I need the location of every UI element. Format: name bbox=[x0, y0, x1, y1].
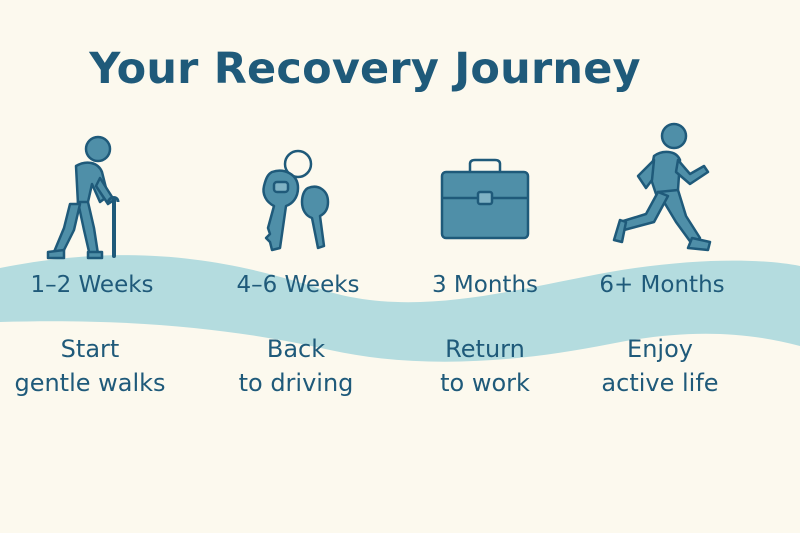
milestone-3-timeframe: 3 Months bbox=[431, 272, 538, 298]
milestone-3-caption-line2: to work bbox=[440, 369, 530, 397]
milestone-2-caption-line2: to driving bbox=[238, 369, 354, 397]
milestone-4-timeframe: 6+ Months bbox=[599, 272, 725, 298]
milestone-1-caption-line1: Start bbox=[60, 335, 120, 363]
milestone-1-timeframe: 1–2 Weeks bbox=[30, 272, 154, 298]
milestone-2-caption: Back to driving bbox=[196, 332, 396, 400]
milestone-1-caption-line2: gentle walks bbox=[14, 369, 166, 397]
milestone-1-caption: Start gentle walks bbox=[0, 332, 190, 400]
runner-icon bbox=[612, 122, 712, 252]
milestone-4-caption-line1: Enjoy bbox=[627, 335, 693, 363]
car-keys-icon bbox=[262, 149, 330, 252]
briefcase-icon bbox=[440, 158, 530, 240]
page-title: Your Recovery Journey bbox=[89, 44, 641, 94]
milestone-4-caption: Enjoy active life bbox=[560, 332, 760, 400]
elderly-walker-with-cane-icon bbox=[46, 135, 120, 260]
milestone-3-caption: Return to work bbox=[385, 332, 585, 400]
milestone-2-caption-line1: Back bbox=[266, 335, 326, 363]
milestone-4-caption-line2: active life bbox=[601, 369, 719, 397]
milestone-2-timeframe: 4–6 Weeks bbox=[236, 272, 360, 298]
milestone-3-caption-line1: Return bbox=[445, 335, 525, 363]
